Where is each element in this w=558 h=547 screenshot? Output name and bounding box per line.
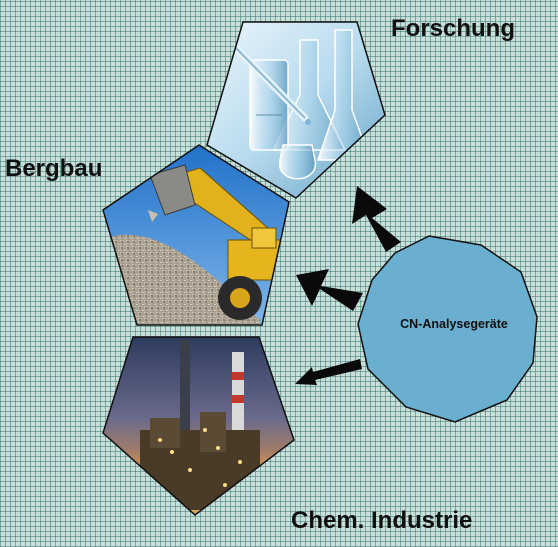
- hub-node: [357, 235, 538, 423]
- chemical-image: [102, 336, 295, 516]
- label-mining: Bergbau: [5, 155, 102, 182]
- arrow-to-mining: [296, 269, 363, 311]
- label-chemical: Chem. Industrie: [291, 507, 472, 534]
- arrow-to-chemical: [295, 359, 362, 385]
- mining-image: [102, 144, 290, 326]
- arrow-to-research: [352, 186, 401, 252]
- label-hub: CN-Analysegeräte: [400, 317, 508, 331]
- label-research: Forschung: [391, 15, 515, 42]
